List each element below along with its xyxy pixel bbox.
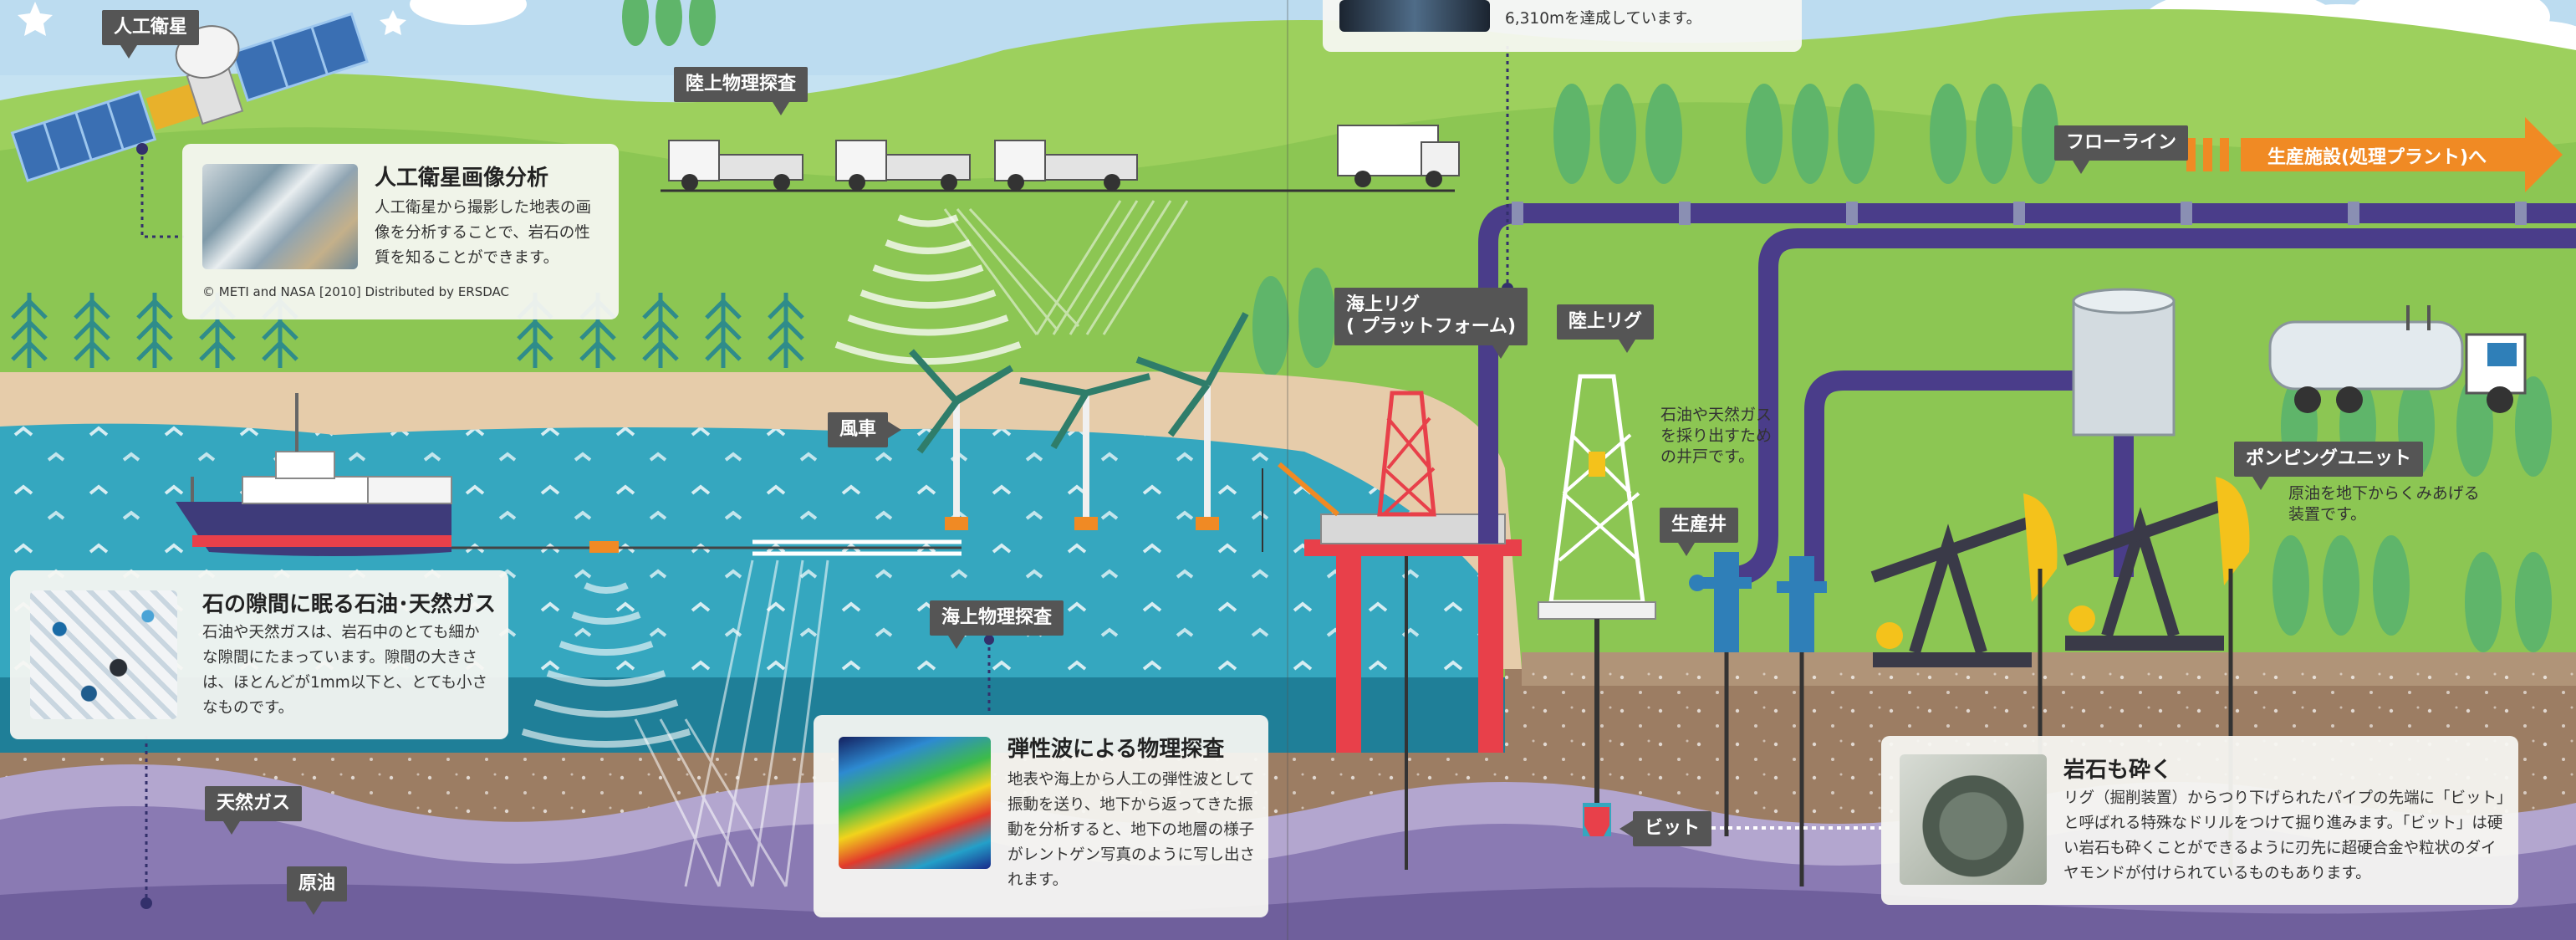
rock-pore-thumbnail: [30, 590, 177, 719]
survey-ship-icon: [176, 393, 962, 556]
land-rig-label: 陸上リグ: [1557, 304, 1655, 354]
drill-bit-icon: [1584, 807, 1609, 836]
production-arrow: [2186, 117, 2563, 192]
satellite-card-title: 人工衛星画像分析: [375, 166, 549, 191]
natural-gas-label: 天然ガス: [205, 786, 303, 835]
pumpjack-icon: [1870, 477, 2250, 878]
rock-crushing-card: 岩石も砕く リグ（掘削装置）からつり下げられたパイプの先端に「ビット」と呼ばれる…: [1881, 736, 2518, 905]
drilling-record-body: 当社は1991年に、掘削深度の日本記録6,310mを達成しています。: [1505, 0, 1776, 28]
crude-oil-label: 原油: [287, 866, 348, 916]
pipe-joints: [1512, 202, 2527, 225]
pore-card-title: 石の隙間に眠る石油･天然ガス: [202, 592, 497, 617]
pore-leader: [140, 736, 152, 909]
satellite-card-body: 人工衛星から撮影した地表の画像を分析することで、岩石の性質を知ることができます。: [375, 199, 592, 267]
drilling-record-thumbnail: [1339, 0, 1490, 32]
tanker-truck-icon: [2268, 305, 2527, 413]
seismic-card-body: 地表や海上から人工の弾性波として振動を送り、地下から返ってきた振動を分析すると、…: [1007, 771, 1256, 889]
production-facility-label: 生産施設(処理プラント)へ: [2267, 147, 2487, 168]
satellite-analysis-card: 人工衛星画像分析 人工衛星から撮影した地表の画像を分析することで、岩石の性質を知…: [182, 144, 619, 319]
production-well-label: 生産井: [1660, 508, 1739, 557]
pumping-unit-label: ポンピングユニット: [2234, 442, 2424, 491]
seismic-survey-card: 弾性波による物理探査 地表や海上から人工の弾性波として振動を送り、地下から返って…: [814, 715, 1268, 917]
pore-card: 石の隙間に眠る石油･天然ガス 石油や天然ガスは、岩石中のとても細かな隙間にたまっ…: [10, 570, 508, 739]
seismic-card-title: 弾性波による物理探査: [1007, 737, 1225, 762]
offshore-rig-label: 海上リグ ( プラットフォーム): [1334, 288, 1528, 359]
well-note: 石油や天然ガスを採り出すための井戸です。: [1660, 406, 1773, 466]
storage-tank-icon: [2072, 288, 2176, 437]
wind-turbine-icon: [909, 312, 1249, 530]
offshore-rig-label-line1: 海上リグ: [1346, 294, 1421, 315]
satellite-leader: [136, 143, 184, 238]
pump-note: 原油を地下からくみあげる装置です。: [2288, 484, 2480, 524]
wellhead-icon: [1689, 552, 1827, 886]
rock-card-body: リグ（掘削装置）からつり下げられたパイプの先端に「ビット」と呼ばれる特殊なドリル…: [2063, 789, 2505, 882]
reflected-beams: [943, 200, 1189, 335]
drilling-record-card: 当社は1991年に、掘削深度の日本記録6,310mを達成しています。: [1323, 0, 1802, 52]
satellite-label: 人工衛星: [102, 10, 200, 59]
bit-label: ビット: [1619, 811, 1712, 847]
survey-truck-icon: [661, 125, 1460, 192]
windmill-label: 風車: [828, 412, 902, 448]
seismic-image-thumbnail: [839, 737, 991, 869]
vibration-wave-icon: [834, 214, 1022, 365]
satellite-credit: © METI and NASA [2010] Distributed by ER…: [202, 284, 510, 299]
star-icon: [18, 2, 406, 36]
seismic-beams: [634, 559, 829, 887]
land-survey-label: 陸上物理探査: [674, 67, 809, 116]
rock-card-title: 岩石も砕く: [2063, 758, 2173, 783]
flowline-label: フローライン: [2054, 125, 2189, 175]
tree-icon: [11, 0, 2552, 652]
pore-card-body: 石油や天然ガスは、岩石中のとても細かな隙間にたまっています。隙間の大きさは、ほと…: [202, 624, 488, 717]
offshore-platform-icon: [1262, 391, 1522, 870]
satellite-image-thumbnail: [202, 164, 358, 269]
marine-survey-label: 海上物理探査: [930, 600, 1064, 650]
drill-bit-thumbnail: [1900, 754, 2047, 885]
offshore-rig-label-line2: ( プラットフォーム): [1346, 316, 1517, 338]
